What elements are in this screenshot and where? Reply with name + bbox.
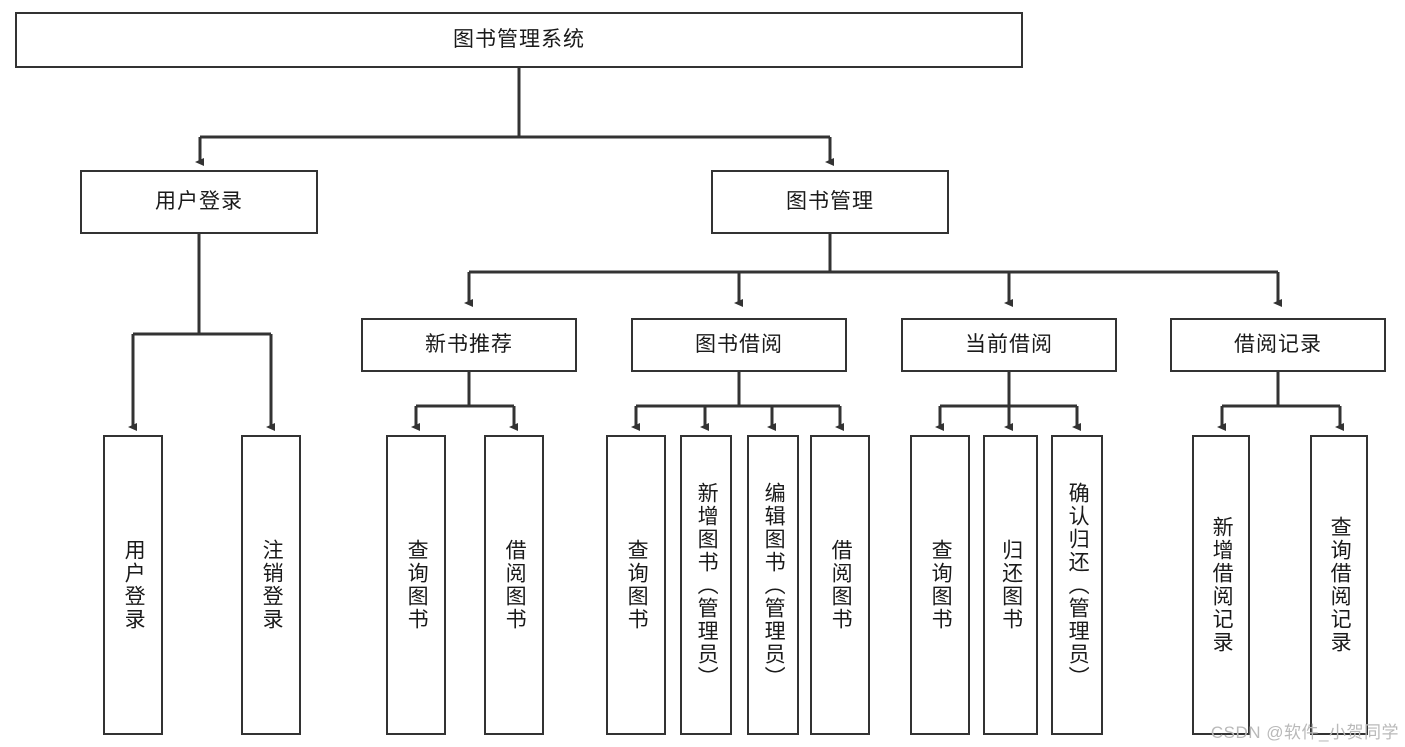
leaf-query-book-recommend[interactable]: 查询图书 bbox=[386, 435, 446, 735]
node-root-book-management-system[interactable]: 图书管理系统 bbox=[15, 12, 1023, 68]
leaf-add-book-admin[interactable]: 新增图书（管理员） bbox=[680, 435, 732, 735]
leaf-borrow-book-recommend[interactable]: 借阅图书 bbox=[484, 435, 544, 735]
node-label: 借阅图书 bbox=[503, 539, 527, 631]
node-label: 查询借阅记录 bbox=[1328, 516, 1352, 654]
node-label: 查询图书 bbox=[405, 539, 429, 631]
node-current-borrow[interactable]: 当前借阅 bbox=[901, 318, 1117, 372]
node-borrow-record[interactable]: 借阅记录 bbox=[1170, 318, 1386, 372]
node-book-management[interactable]: 图书管理 bbox=[711, 170, 949, 234]
node-label: 新增图书（管理员） bbox=[695, 481, 719, 689]
watermark-text: CSDN @软件_小贺同学 bbox=[1210, 723, 1399, 742]
leaf-query-borrow-record[interactable]: 查询借阅记录 bbox=[1310, 435, 1368, 735]
node-label: 借阅图书 bbox=[829, 539, 853, 631]
node-user-login[interactable]: 用户登录 bbox=[80, 170, 318, 234]
node-label: 编辑图书（管理员） bbox=[762, 481, 786, 689]
node-label: 新书推荐 bbox=[425, 333, 513, 357]
leaf-query-book-borrow[interactable]: 查询图书 bbox=[606, 435, 666, 735]
leaf-logout-login[interactable]: 注销登录 bbox=[241, 435, 301, 735]
leaf-edit-book-admin[interactable]: 编辑图书（管理员） bbox=[747, 435, 799, 735]
leaf-return-book[interactable]: 归还图书 bbox=[983, 435, 1038, 735]
node-label: 查询图书 bbox=[625, 539, 649, 631]
node-label: 查询图书 bbox=[929, 539, 953, 631]
node-label: 图书管理系统 bbox=[453, 28, 585, 52]
leaf-user-login[interactable]: 用户登录 bbox=[103, 435, 163, 735]
node-new-book-recommend[interactable]: 新书推荐 bbox=[361, 318, 577, 372]
leaf-confirm-return-admin[interactable]: 确认归还（管理员） bbox=[1051, 435, 1103, 735]
node-label: 用户登录 bbox=[122, 539, 146, 631]
leaf-add-borrow-record[interactable]: 新增借阅记录 bbox=[1192, 435, 1250, 735]
node-book-borrow[interactable]: 图书借阅 bbox=[631, 318, 847, 372]
node-label: 图书管理 bbox=[786, 190, 874, 214]
node-label: 借阅记录 bbox=[1234, 333, 1322, 357]
node-label: 新增借阅记录 bbox=[1210, 516, 1234, 654]
node-label: 图书借阅 bbox=[695, 333, 783, 357]
node-label: 确认归还（管理员） bbox=[1066, 481, 1090, 689]
leaf-query-book-current[interactable]: 查询图书 bbox=[910, 435, 970, 735]
node-label: 归还图书 bbox=[999, 539, 1023, 631]
leaf-borrow-book[interactable]: 借阅图书 bbox=[810, 435, 870, 735]
node-label: 当前借阅 bbox=[965, 333, 1053, 357]
node-label: 用户登录 bbox=[155, 190, 243, 214]
node-label: 注销登录 bbox=[260, 539, 284, 631]
